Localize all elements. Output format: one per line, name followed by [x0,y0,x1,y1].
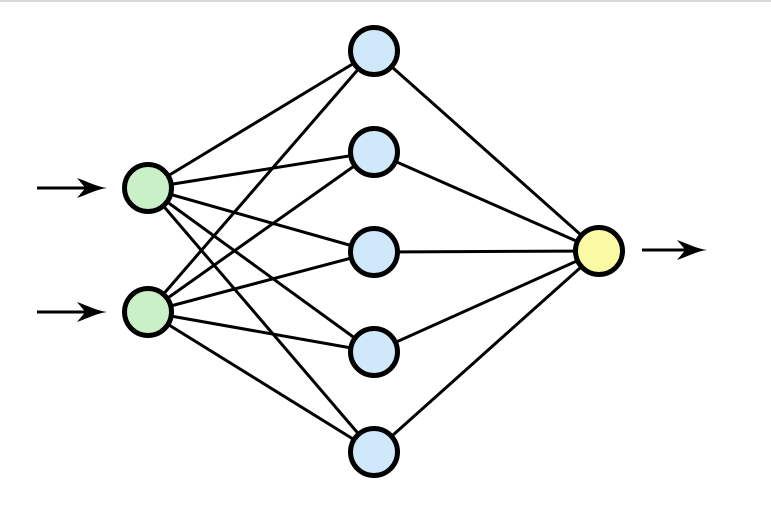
edge-hidden-3-output-1 [373,249,600,254]
hidden-1-node [348,25,400,77]
output-arrow-head [677,240,707,260]
edge-hidden-4-output-1 [373,249,600,354]
edge-input-1-hidden-5 [146,187,376,453]
edges-group [146,49,600,454]
hidden-5-node [348,426,400,478]
edge-hidden-1-output-1 [373,49,600,253]
edge-input-2-hidden-4 [147,310,375,354]
input-arrow-2-icon [37,302,107,322]
hidden-2-node [348,126,400,178]
input-arrow-1-icon [37,178,107,198]
input-arrow-2-head [77,302,107,322]
edge-input-2-hidden-5 [147,310,375,454]
hidden-4-node [348,326,400,378]
edge-input-2-hidden-3 [147,250,375,314]
edge-input-1-hidden-1 [147,49,375,190]
edge-hidden-2-output-1 [373,150,600,253]
input-arrow-1-head [77,178,107,198]
edge-input-2-hidden-2 [147,150,375,314]
hidden-3-node [348,226,400,278]
edge-input-1-hidden-3 [147,186,375,254]
input-1-node [122,162,174,214]
edge-input-2-hidden-1 [146,50,376,313]
input-2-node [122,286,174,338]
edge-hidden-5-output-1 [373,249,600,454]
edge-input-1-hidden-2 [147,150,375,190]
nodes-group [122,25,625,478]
output-1-node [573,225,625,277]
window-top-border [0,0,771,2]
edge-input-1-hidden-4 [147,186,375,354]
output-arrow-icon [642,240,707,260]
